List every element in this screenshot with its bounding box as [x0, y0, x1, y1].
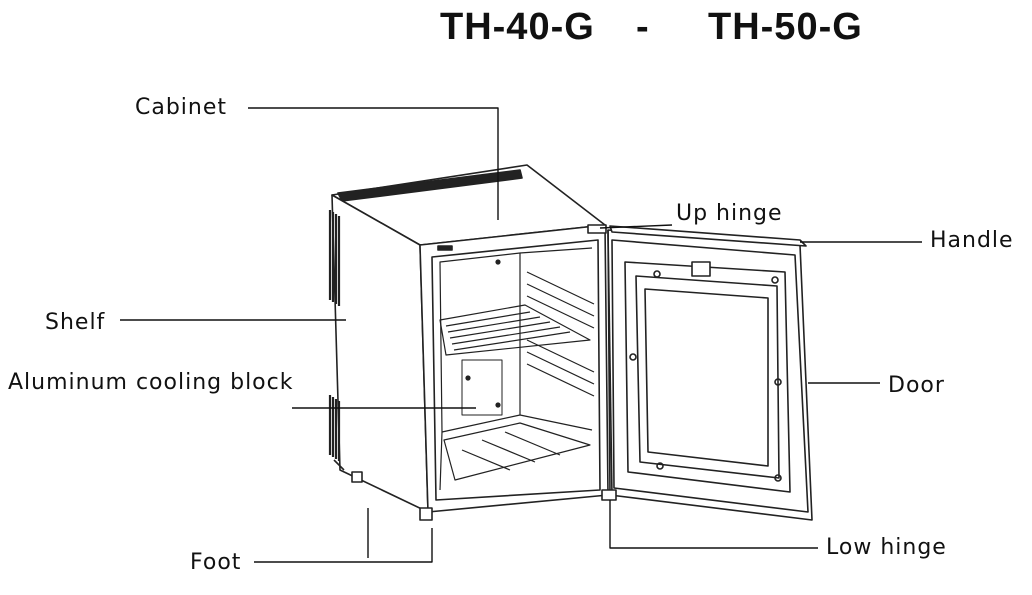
- title-separator: -: [636, 6, 650, 48]
- label-foot: Foot: [190, 550, 242, 575]
- label-low-hinge: Low hinge: [826, 535, 947, 560]
- up-hinge-leader: [599, 224, 673, 229]
- label-cabinet: Cabinet: [135, 95, 228, 120]
- diagram-title: TH-40-G - TH-50-G: [0, 2, 1032, 52]
- callout-lines: [120, 107, 922, 563]
- label-handle: Handle: [930, 228, 1014, 253]
- cabinet-side: [331, 194, 429, 513]
- low-hinge: [601, 489, 617, 501]
- label-door: Door: [888, 373, 945, 398]
- feet: [351, 471, 433, 521]
- label-up-hinge: Up hinge: [676, 201, 783, 226]
- door-handle: [609, 225, 807, 247]
- foot-leader: [254, 528, 433, 563]
- model-name-right: TH-50-G: [708, 6, 863, 48]
- cabinet-leader: [248, 107, 499, 220]
- label-aluminum-cooling-block: Aluminum cooling block: [8, 370, 294, 395]
- model-name-left: TH-40-G: [440, 6, 595, 48]
- cabinet-interior: [439, 247, 595, 491]
- label-shelf: Shelf: [45, 310, 106, 335]
- up-hinge: [587, 224, 607, 234]
- door-panel: [607, 229, 813, 521]
- cabinet-front: [419, 224, 609, 513]
- low-hinge-leader: [609, 500, 818, 549]
- side-vents: [328, 210, 341, 461]
